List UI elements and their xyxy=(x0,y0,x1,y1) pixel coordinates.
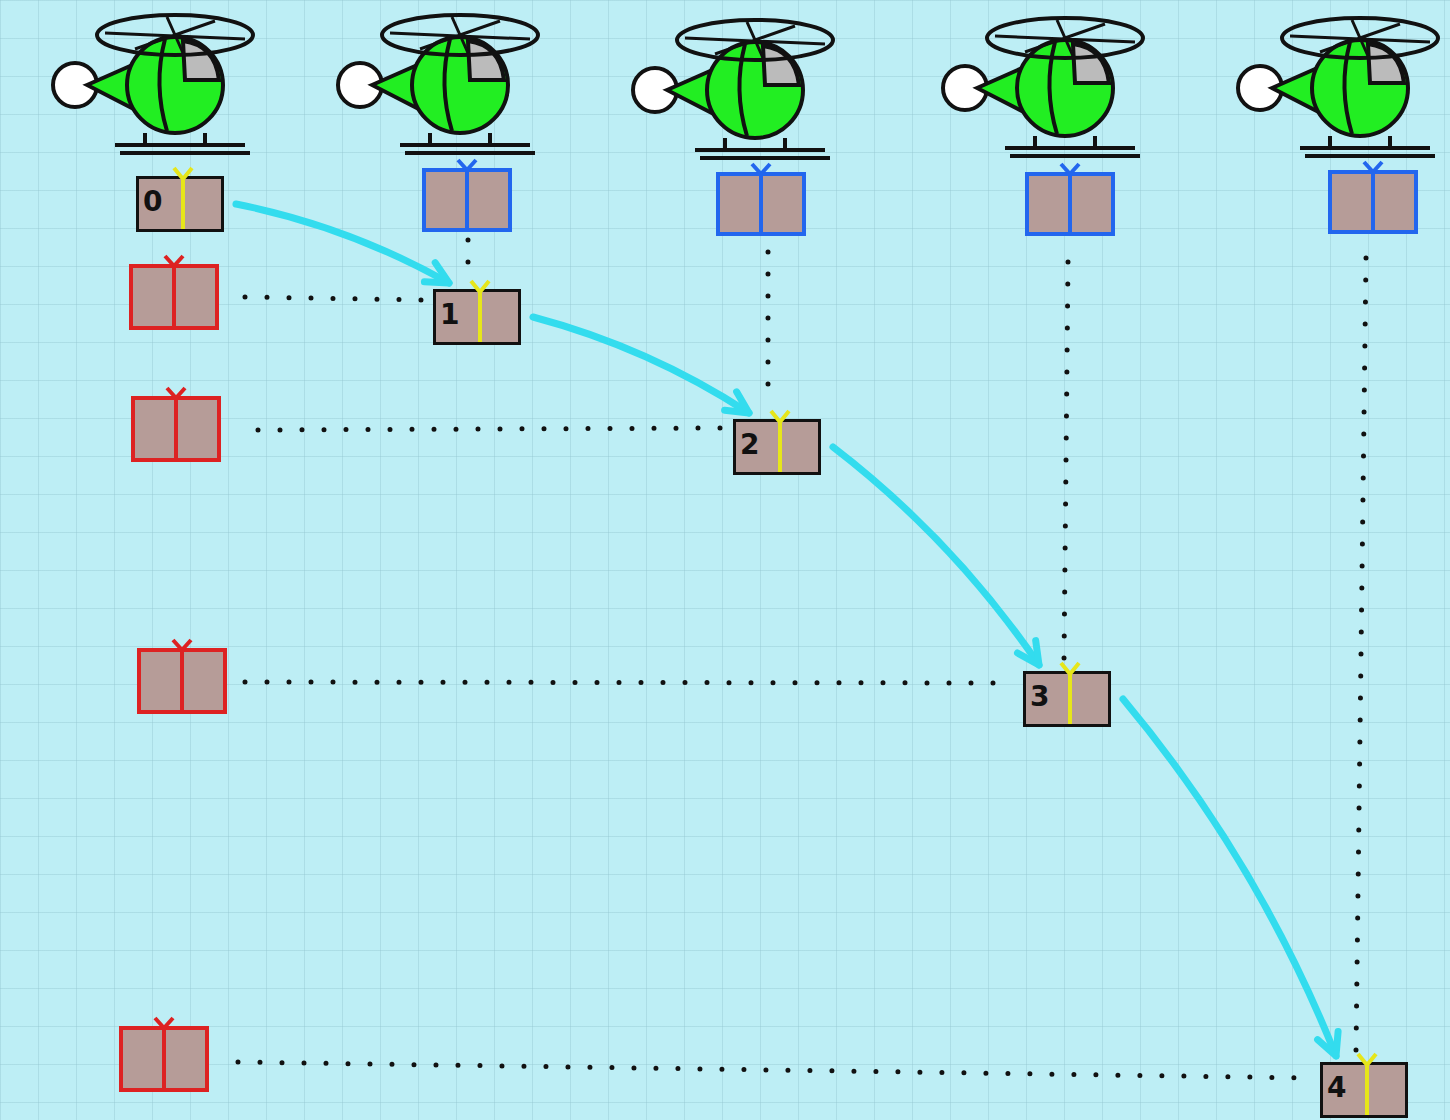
package-number: 1 xyxy=(440,301,459,329)
package-box: 4 xyxy=(1320,1062,1408,1118)
package-number: 4 xyxy=(1327,1074,1346,1102)
package-number: 2 xyxy=(740,431,759,459)
package-box: 2 xyxy=(733,419,821,475)
package-box: 3 xyxy=(1023,671,1111,727)
package-box: 1 xyxy=(433,289,521,345)
flow-arrow xyxy=(833,447,1039,665)
flow-arrow xyxy=(1123,699,1338,1056)
package-number: 0 xyxy=(143,188,162,216)
flow-arrow xyxy=(236,204,449,283)
flow-arrow xyxy=(533,317,749,413)
package-number: 3 xyxy=(1030,683,1049,711)
package-box: 0 xyxy=(136,176,224,232)
